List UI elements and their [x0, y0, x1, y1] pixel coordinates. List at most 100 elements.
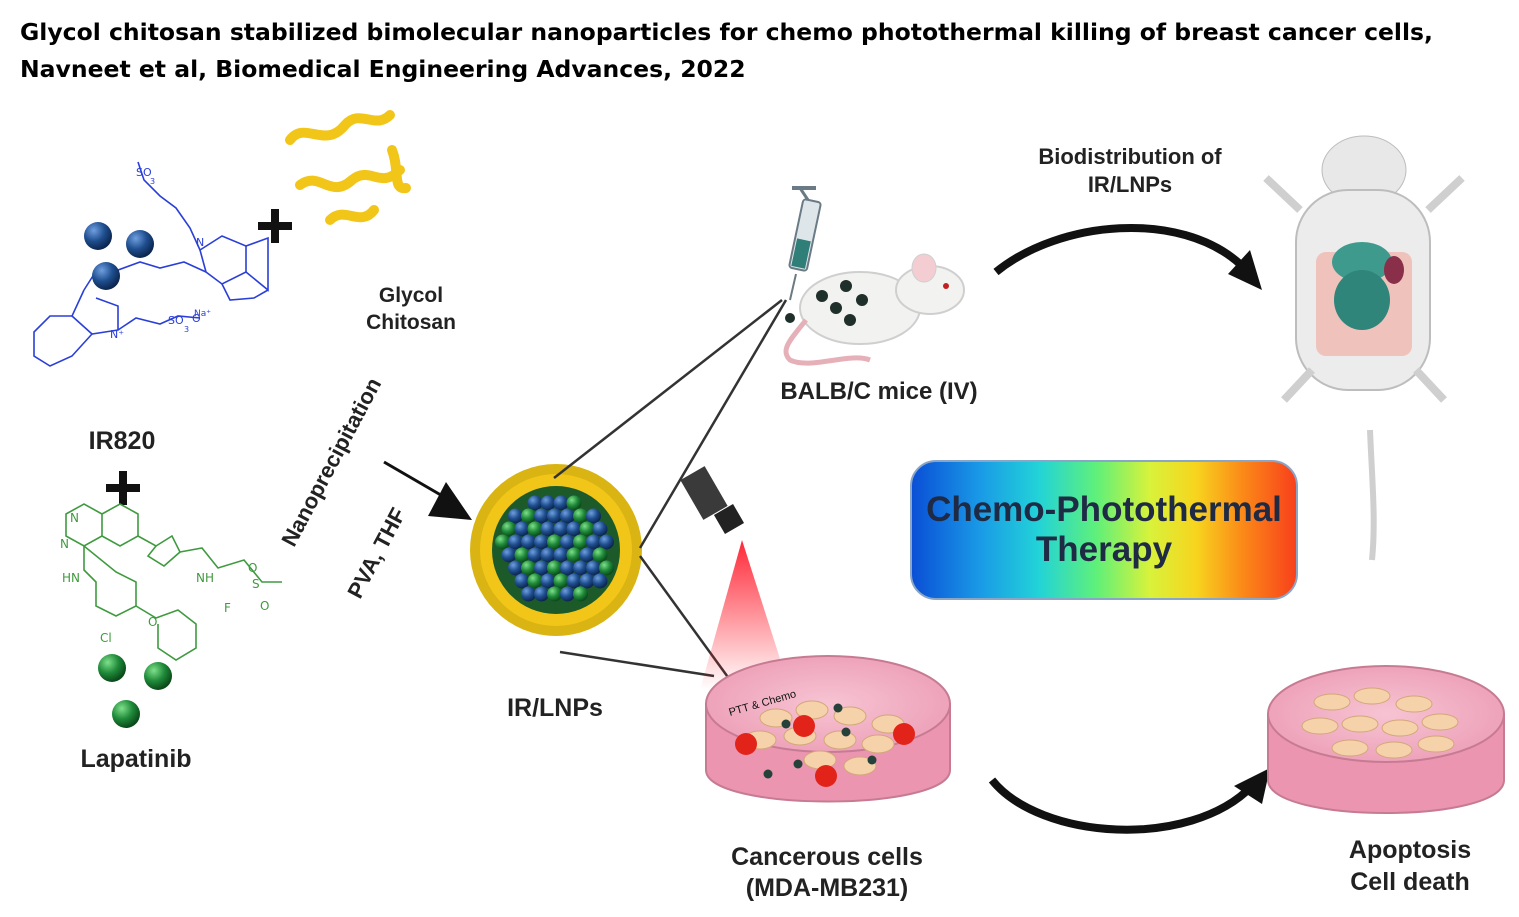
- nanoparticle-bead: [540, 573, 556, 589]
- apoptosis-line-2: Cell death: [1350, 868, 1470, 896]
- nanoparticle-bead: [527, 573, 543, 589]
- title-line-1: Glycol chitosan stabilized bimolecular n…: [20, 18, 1433, 46]
- nanoparticle-bead: [560, 586, 575, 602]
- nanoparticle-bead: [573, 534, 588, 550]
- biodistribution-line-1: Biodistribution of: [1038, 144, 1222, 169]
- svg-text:HN: HN: [62, 571, 80, 585]
- plus-icon: [258, 209, 292, 243]
- svg-text:3: 3: [184, 325, 189, 334]
- nanoparticle-bead: [540, 495, 556, 511]
- nanoparticle-bead: [579, 573, 595, 589]
- nanoparticle-bead: [547, 508, 562, 524]
- nanoparticle-bead: [521, 534, 536, 550]
- nanoparticle-bead: [501, 547, 517, 563]
- nanoparticle-bead: [521, 508, 536, 524]
- chemo-photothermal-therapy-box: Chemo-Photothermal Therapy: [910, 460, 1298, 600]
- laser-camera-icon: [680, 466, 745, 535]
- nanoparticle-bead: [553, 495, 569, 511]
- glycol-chitosan-line-2: Chitosan: [366, 311, 456, 334]
- nanoparticle-bead: [599, 534, 614, 550]
- svg-text:O: O: [192, 312, 201, 325]
- svg-text:NH: NH: [196, 571, 214, 585]
- nanoparticle-bead: [566, 521, 582, 537]
- nanoparticle-bead: [566, 495, 582, 511]
- nanoparticle-bead: [592, 521, 608, 537]
- biodistribution-label: Biodistribution of IR/LNPs: [1010, 143, 1250, 199]
- syringe-icon: [788, 186, 822, 301]
- dissected-mouse-illustration: [1263, 135, 1465, 561]
- plus-icon: [106, 471, 140, 505]
- cancerous-cells-line-1: Cancerous cells: [731, 843, 923, 871]
- glycol-chitosan-label: Glycol Chitosan: [356, 282, 466, 336]
- svg-text:N: N: [60, 537, 69, 551]
- svg-text:N: N: [196, 236, 204, 249]
- nanoparticle-bead: [514, 573, 530, 589]
- svg-text:SO: SO: [168, 314, 184, 327]
- nanoparticle-bead: [592, 573, 608, 589]
- nanoparticle-bead: [547, 560, 562, 576]
- nanoparticle-bead: [508, 508, 523, 524]
- svg-text:SO: SO: [136, 166, 152, 179]
- nanoparticle-bead: [579, 521, 595, 537]
- nanoparticle-bead: [599, 560, 614, 576]
- nanoparticle-bead: [586, 560, 601, 576]
- nanoparticle-bead: [540, 521, 556, 537]
- svg-text:Cl: Cl: [100, 631, 112, 645]
- balbc-mice-label: BALB/C mice (IV): [780, 378, 978, 405]
- cancerous-cells-label: Cancerous cells (MDA-MB231): [704, 842, 950, 904]
- nanoparticle-bead: [586, 534, 601, 550]
- nanoparticle-bead: [586, 508, 601, 524]
- nanoparticle-bead: [566, 547, 582, 563]
- ir820-label: IR820: [88, 427, 156, 455]
- lapatinib-label: Lapatinib: [80, 745, 192, 773]
- nanoparticle-bead: [527, 521, 543, 537]
- nanoparticle-bead: [566, 573, 582, 589]
- nanoparticle-bead: [547, 586, 562, 602]
- nanoprecipitation-label: Nanoprecipitation: [276, 373, 386, 550]
- apoptosis-label: Apoptosis Cell death: [1320, 834, 1500, 898]
- biodistribution-line-2: IR/LNPs: [1087, 172, 1173, 197]
- apoptosis-line-1: Apoptosis: [1348, 836, 1472, 864]
- svg-text:O: O: [248, 561, 257, 575]
- nanoparticle-beads: [495, 495, 614, 602]
- nanoparticle-bead: [534, 586, 549, 602]
- nanoparticle-bead: [527, 495, 543, 511]
- nanoparticle-bead: [573, 560, 588, 576]
- nanoparticle-bead: [534, 534, 549, 550]
- nanoparticle-bead: [553, 521, 569, 537]
- nanoparticle-bead: [573, 508, 588, 524]
- nanoparticle-bead: [579, 547, 595, 563]
- nanoparticle-bead: [495, 534, 510, 550]
- nanoparticle-bead: [540, 547, 556, 563]
- title-line-2: Navneet et al, Biomedical Engineering Ad…: [20, 55, 746, 83]
- svg-text:N: N: [70, 511, 79, 525]
- svg-text:3: 3: [150, 177, 155, 186]
- svg-text:F: F: [224, 601, 231, 615]
- nanoparticle-bead: [508, 534, 523, 550]
- ir820-structure: [33, 161, 269, 367]
- figure-title: Glycol chitosan stabilized bimolecular n…: [20, 14, 1510, 88]
- nanoparticle-bead: [560, 560, 575, 576]
- nanoparticle-bead: [521, 560, 536, 576]
- nanoparticle-bead: [508, 560, 523, 576]
- nanoparticle-bead: [553, 547, 569, 563]
- mouse-illustration: [783, 253, 965, 366]
- nanoparticle-bead: [521, 586, 536, 602]
- nanoparticle-bead: [534, 560, 549, 576]
- cancer-dish: [705, 655, 951, 803]
- apoptosis-dish: [1267, 665, 1505, 814]
- nanoparticle-bead: [547, 534, 562, 550]
- svg-text:Na⁺: Na⁺: [194, 309, 211, 319]
- nanoparticle-bead: [573, 586, 588, 602]
- svg-text:O: O: [260, 599, 269, 613]
- pva-thf-label: PVA, THF: [342, 504, 410, 603]
- nanoparticle-bead: [527, 547, 543, 563]
- svg-text:N⁺: N⁺: [110, 328, 124, 341]
- svg-text:O: O: [148, 615, 157, 629]
- cancerous-cells-line-2: (MDA-MB231): [745, 874, 909, 902]
- nanoparticle-bead: [514, 547, 530, 563]
- glycol-chitosan-strands: [285, 110, 411, 225]
- glycol-chitosan-line-1: Glycol: [378, 284, 444, 307]
- therapy-line-2: Therapy: [1035, 530, 1173, 569]
